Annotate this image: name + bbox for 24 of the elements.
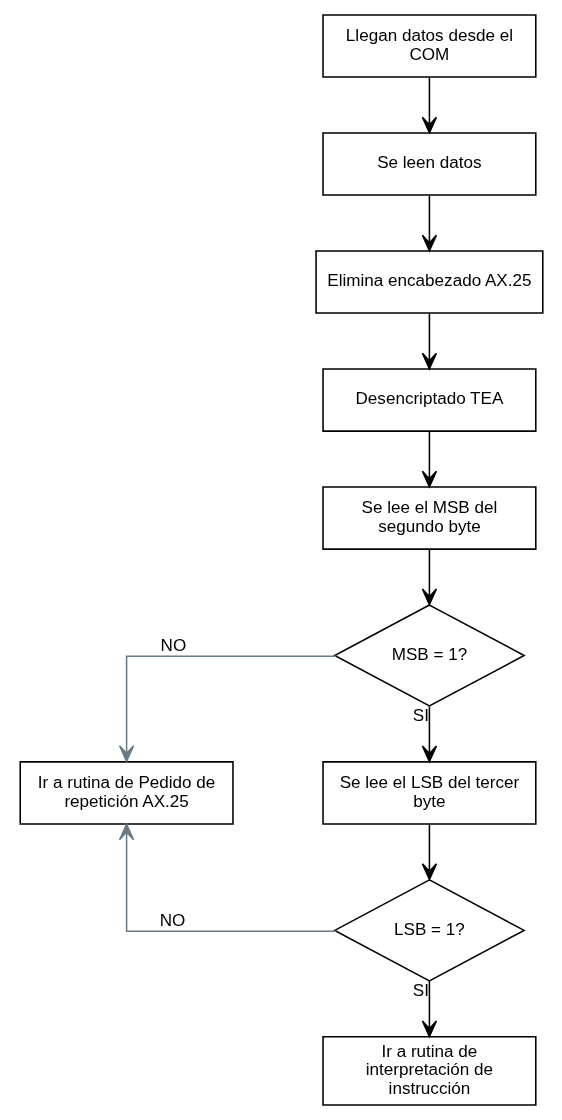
edge-label: SI [412, 706, 429, 726]
node-box: Ir a rutina de Pedido de repetición AX.25 [18, 761, 234, 825]
arrow [421, 76, 437, 134]
node-box: Ir a rutina de interpretación de instrucción [321, 1036, 537, 1106]
node-box: Se leen datos [321, 132, 537, 196]
node-diamond: MSB = 1? [332, 604, 526, 707]
edge-label: NO [159, 911, 185, 931]
arrow [421, 194, 437, 252]
arrow [421, 548, 437, 606]
arrow [421, 430, 437, 488]
arrow [421, 823, 437, 881]
arrow [421, 980, 437, 1038]
node-box: Llegan datos desde el COM [321, 14, 537, 78]
edge-label: NO [160, 636, 186, 656]
node-box: Se lee el LSB del tercer byte [321, 761, 537, 825]
node-box: Desencriptado TEA [321, 368, 537, 432]
node-diamond: LSB = 1? [332, 879, 526, 982]
node-box: Elimina encabezado AX.25 [314, 250, 544, 314]
arrow [421, 312, 437, 370]
arrow [118, 823, 337, 932]
edge-label: SI [412, 981, 429, 1001]
arrow [421, 705, 437, 763]
node-box: Se lee el MSB del segundo byte [321, 486, 537, 550]
arrow [118, 655, 337, 763]
